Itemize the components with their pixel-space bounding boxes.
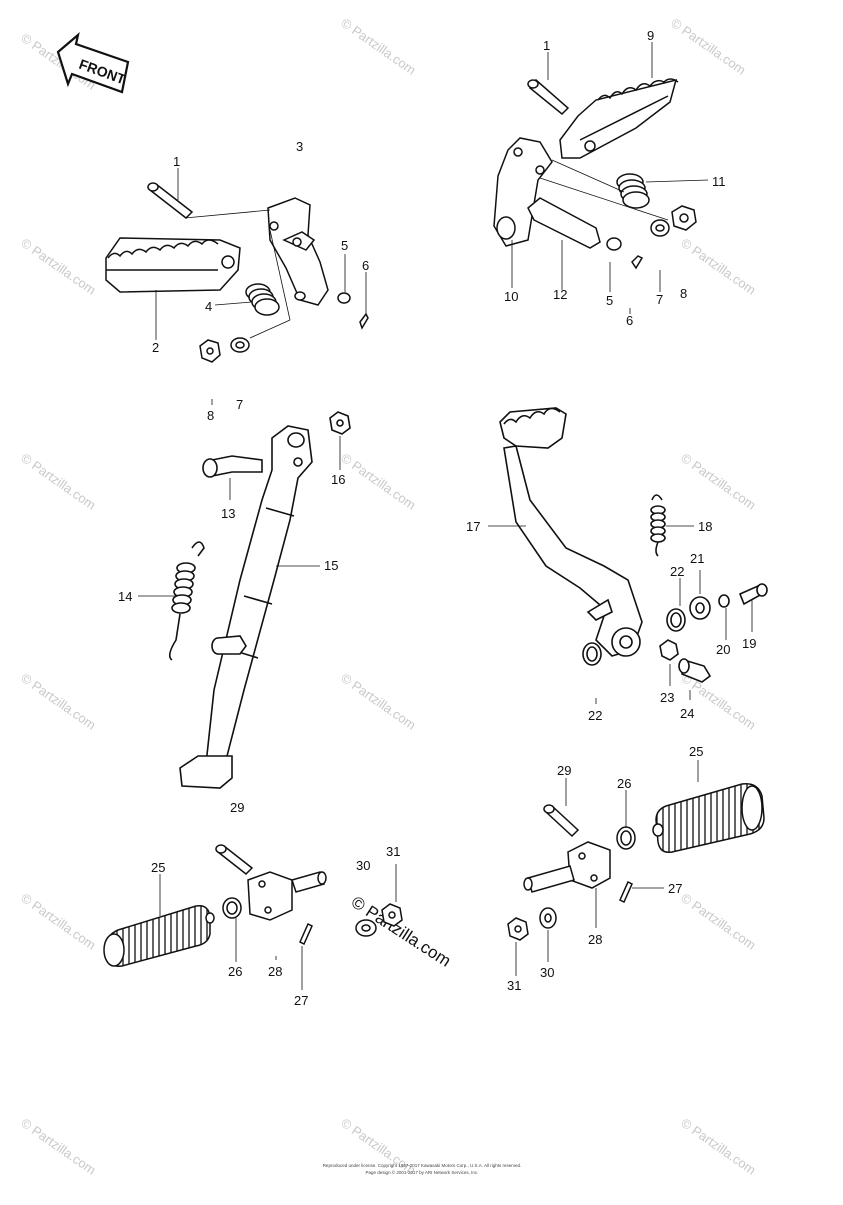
callout-27: 27 xyxy=(668,881,682,896)
brake-spring xyxy=(650,505,666,543)
callout-15: 15 xyxy=(324,558,338,573)
right-passenger-peg-leaders xyxy=(515,760,699,976)
callout-31: 31 xyxy=(507,978,521,993)
callout-28: 28 xyxy=(588,932,602,947)
right-footpeg-leaders xyxy=(511,42,709,314)
watermark: © Partzilla.com xyxy=(678,1115,758,1178)
callout-28: 28 xyxy=(268,964,282,979)
callout-6: 6 xyxy=(362,258,369,273)
return-spring xyxy=(616,173,650,209)
watermark: © Partzilla.com xyxy=(18,235,98,298)
callout-12: 12 xyxy=(553,287,567,302)
left-footpeg-assembly xyxy=(105,182,369,363)
callout-26: 26 xyxy=(617,776,631,791)
right-passenger-peg-assembly xyxy=(507,783,765,941)
callout-25: 25 xyxy=(151,860,165,875)
callout-16: 16 xyxy=(331,472,345,487)
callout-25: 25 xyxy=(689,744,703,759)
return-spring xyxy=(245,283,280,316)
callout-23: 23 xyxy=(660,690,674,705)
callout-30: 30 xyxy=(356,858,370,873)
watermark: © Partzilla.com xyxy=(18,890,98,953)
stand-spring xyxy=(171,562,196,614)
watermark: © Partzilla.com xyxy=(678,235,758,298)
watermark: © Partzilla.com xyxy=(338,450,418,513)
callout-5: 5 xyxy=(606,293,613,308)
left-passenger-peg-leaders xyxy=(159,864,397,990)
callout-19: 19 xyxy=(742,636,756,651)
callout-1: 1 xyxy=(173,154,180,169)
left-passenger-peg-assembly xyxy=(103,844,403,967)
side-stand-leaders xyxy=(138,436,341,597)
callout-29: 29 xyxy=(230,800,244,815)
callout-7: 7 xyxy=(656,292,663,307)
callout-21: 21 xyxy=(690,551,704,566)
callout-7: 7 xyxy=(236,397,243,412)
callout-24: 24 xyxy=(680,706,694,721)
watermark: © Partzilla.com xyxy=(668,15,748,78)
callout-13: 13 xyxy=(221,506,235,521)
callout-22: 22 xyxy=(588,708,602,723)
page-design-line: Page design © 2001-2017 by ARI Network S… xyxy=(366,1169,479,1175)
callout-11: 11 xyxy=(712,174,726,189)
watermark: © Partzilla.com xyxy=(338,15,418,78)
watermark: © Partzilla.com xyxy=(338,670,418,733)
callout-22: 22 xyxy=(670,564,684,579)
callout-29: 29 xyxy=(557,763,571,778)
callout-14: 14 xyxy=(118,589,132,604)
callout-27: 27 xyxy=(294,993,308,1008)
callout-3: 3 xyxy=(296,139,303,154)
callout-20: 20 xyxy=(716,642,730,657)
left-footpeg-leaders xyxy=(155,168,367,405)
watermark: © Partzilla.com xyxy=(678,890,758,953)
copyright-line: Reproduced under license. Copyright 1997… xyxy=(323,1163,522,1168)
callout-10: 10 xyxy=(504,289,518,304)
callout-5: 5 xyxy=(341,238,348,253)
callout-8: 8 xyxy=(680,286,687,301)
watermark: © Partzilla.com xyxy=(678,450,758,513)
callout-18: 18 xyxy=(698,519,712,534)
watermark: © Partzilla.com xyxy=(338,1115,418,1178)
brake-pedal-leaders xyxy=(488,525,753,704)
watermark: © Partzilla.com xyxy=(18,450,98,513)
right-footpeg-assembly xyxy=(493,78,697,270)
callout-9: 9 xyxy=(647,28,654,43)
callout-17: 17 xyxy=(466,519,480,534)
callout-6: 6 xyxy=(626,313,633,328)
callout-26: 26 xyxy=(228,964,242,979)
watermark: © Partzilla.com xyxy=(18,670,98,733)
callout-2: 2 xyxy=(152,340,159,355)
callout-8: 8 xyxy=(207,408,214,423)
watermark: © Partzilla.com xyxy=(18,1115,98,1178)
brake-pedal-assembly xyxy=(499,407,768,683)
side-stand-assembly xyxy=(168,411,351,789)
callout-1: 1 xyxy=(543,38,550,53)
watermark: © Partzilla.com xyxy=(678,670,758,733)
callout-4: 4 xyxy=(205,299,212,314)
callout-31: 31 xyxy=(386,844,400,859)
callout-30: 30 xyxy=(540,965,554,980)
